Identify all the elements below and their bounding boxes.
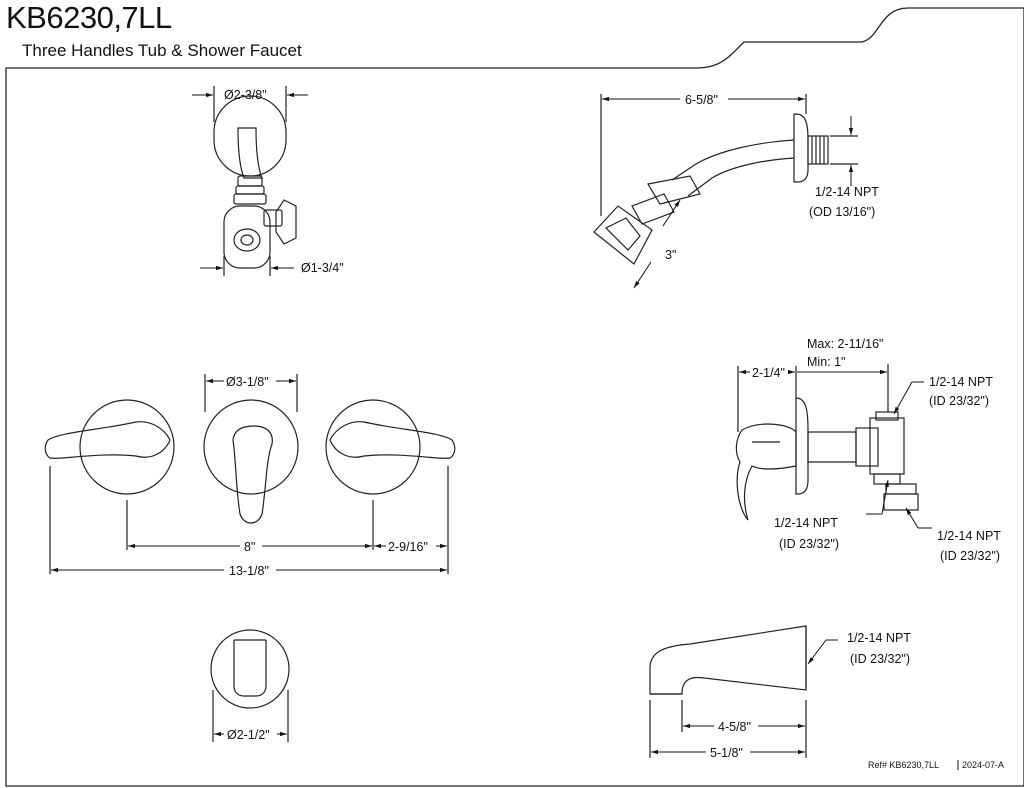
bottom-port-label-1: 1/2-14 NPT	[937, 529, 1001, 543]
overall-width-label: 13-1/8"	[229, 564, 269, 578]
handle-depth-label: 2-1/4"	[752, 366, 785, 380]
min-depth-label: Min: 1"	[807, 355, 845, 369]
bottom-port-label-2: (ID 23/32")	[940, 549, 1000, 563]
handles-front-dims	[51, 378, 447, 573]
flange-dia-label: Ø2-3/8"	[224, 88, 267, 102]
escutcheon-dia-label: Ø3-1/8"	[226, 375, 269, 389]
footer-date: 2024-07-A	[962, 760, 1004, 770]
top-port-label-1: 1/2-14 NPT	[929, 375, 993, 389]
handles-front-view	[44, 374, 456, 574]
max-depth-label: Max: 2-11/16"	[807, 337, 883, 351]
product-subtitle: Three Handles Tub & Shower Faucet	[22, 41, 302, 60]
showerhead-front-dims	[192, 92, 308, 271]
spout-thread-label-1: 1/2-14 NPT	[847, 631, 911, 645]
spout-side-view	[649, 625, 807, 758]
showerhead-side-view	[593, 94, 858, 265]
arm-length-label: 6-5/8"	[685, 93, 718, 107]
head-drop-label: 3"	[665, 248, 676, 262]
arm-thread-label-1: 1/2-14 NPT	[815, 185, 879, 199]
left-port-label-2: (ID 23/32")	[779, 537, 839, 551]
spout-reach-label: 4-5/8"	[718, 720, 751, 734]
spout-side-dims	[651, 639, 838, 755]
sheet-border	[5, 7, 1024, 787]
arm-thread-label-2: (OD 13/16")	[809, 205, 875, 219]
valve-side-view	[735, 364, 919, 521]
showerhead-front-view	[213, 86, 297, 276]
product-title: KB6230,7LL	[6, 0, 172, 35]
valve-side-dims	[739, 369, 932, 529]
spout-length-label: 5-1/8"	[710, 746, 743, 760]
top-port-label-2: (ID 23/32")	[929, 394, 989, 408]
spout-dia-label: Ø2-1/2"	[227, 728, 270, 742]
spout-thread-label-2: (ID 23/32")	[850, 652, 910, 666]
left-port-label-1: 1/2-14 NPT	[774, 516, 838, 530]
handle-reach-label: 2-9/16"	[388, 540, 428, 554]
center-spacing-label: 8"	[244, 540, 255, 554]
spout-front-view	[210, 629, 290, 742]
footer-ref: Ref# KB6230,7LL	[868, 760, 939, 770]
showerhead-side-dims	[602, 96, 854, 289]
head-dia-label: Ø1-3/4"	[301, 261, 344, 275]
